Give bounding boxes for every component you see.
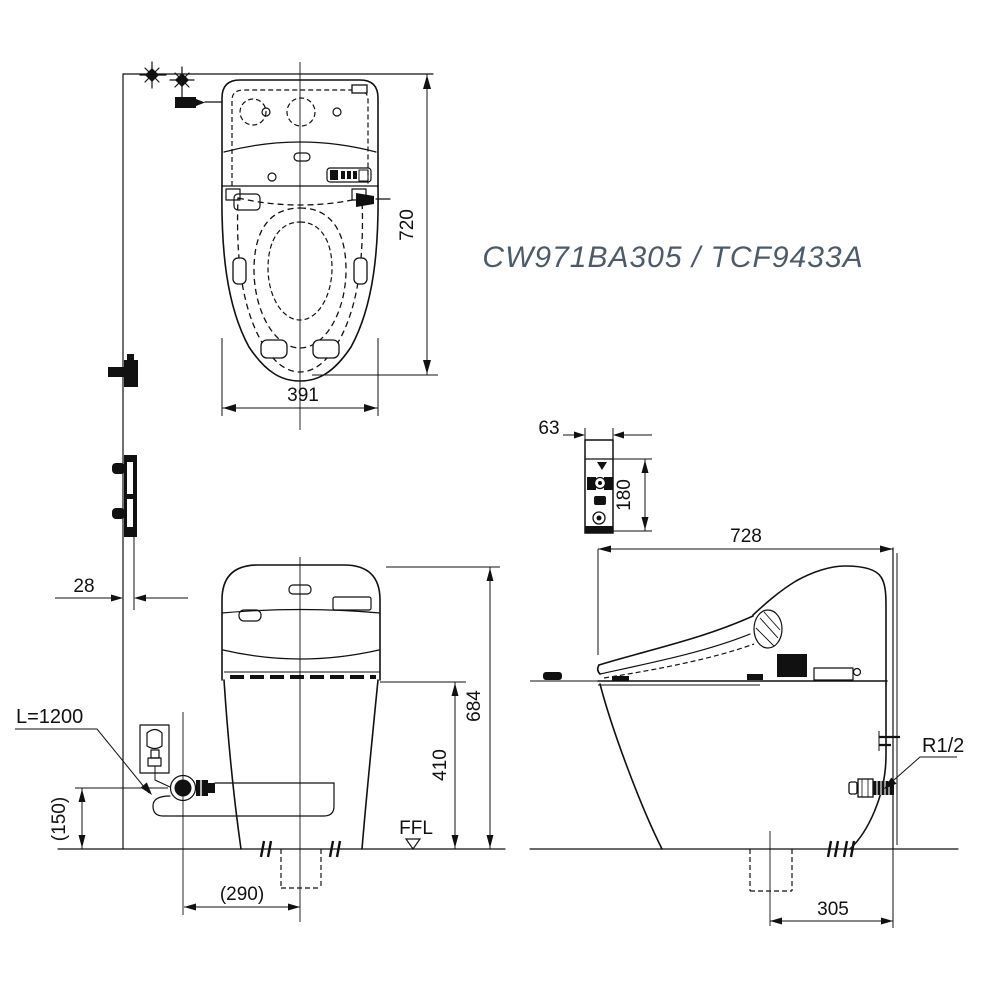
model-number-label: CW971BA305 / TCF9433A (482, 241, 863, 274)
remote-control-side (112, 455, 137, 610)
seat-hinge (753, 609, 783, 649)
dimension-290: (290) (184, 884, 300, 911)
panel-slot (332, 596, 372, 611)
supply-fitting (848, 731, 900, 798)
dimension-150: (150) (49, 787, 168, 849)
hose-loop (152, 782, 335, 817)
wall-valve-side (108, 354, 138, 387)
toilet-front (221, 557, 381, 922)
bumper (232, 257, 247, 285)
dim-label-depth-side: 728 (730, 526, 762, 547)
dimension-180: 180 (613, 458, 652, 532)
side-view: 728 (529, 526, 964, 928)
bumper (312, 339, 340, 359)
dimension-63: 63 (538, 418, 652, 443)
seat-opening-hidden (253, 207, 347, 349)
dim-label-total-height: 684 (464, 690, 485, 722)
drain-hidden (749, 849, 793, 892)
bumper (353, 257, 368, 285)
control-box (777, 654, 807, 677)
control-panel (326, 167, 372, 183)
hose-connector (543, 672, 562, 680)
dimension-684: 684 (386, 566, 500, 849)
dim-label-depth-top: 720 (397, 209, 418, 241)
dimension-305: 305 (770, 849, 894, 928)
dim-label-remote-height: 180 (614, 479, 635, 511)
dim-label-rough-in: 305 (817, 899, 849, 920)
supply-thread-callout: R1/2 (884, 735, 964, 789)
dim-label-width-top: 391 (287, 385, 319, 406)
hose-length-callout: L=1200 (15, 706, 152, 795)
dim-label-remote-width: 63 (538, 418, 559, 439)
top-view: 720 391 (122, 61, 438, 850)
dim-label-drain-setback: (290) (220, 884, 264, 905)
hose-length-label: L=1200 (16, 706, 83, 728)
front-view: 28 (15, 354, 506, 922)
bumper (260, 339, 288, 359)
remote-detail-view: 63 180 (538, 418, 652, 534)
toilet-side (596, 565, 888, 926)
dimension-28: 28 (55, 576, 188, 602)
dimension-720: 720 (312, 74, 438, 376)
dimension-410: 410 (380, 681, 466, 849)
floor-level-label: FFL (399, 818, 433, 839)
flush-button (293, 152, 311, 162)
seat-bumper (612, 676, 629, 681)
floor-level-marker: FFL (399, 818, 433, 851)
dim-label-rim-height: 410 (430, 749, 451, 781)
dim-label-remote-offset: 28 (73, 576, 94, 597)
dim-label-supply-height: (150) (49, 797, 70, 841)
side-button (238, 609, 262, 622)
bowl-plan (221, 62, 379, 430)
supply-valve-plan (139, 61, 223, 108)
dimension-728: 728 (597, 526, 893, 655)
supply-valve-front (139, 712, 335, 915)
dimension-391: 391 (221, 338, 379, 416)
supply-thread-label: R1/2 (922, 735, 964, 757)
tank-plan (221, 79, 391, 211)
drain-hidden (280, 849, 322, 889)
